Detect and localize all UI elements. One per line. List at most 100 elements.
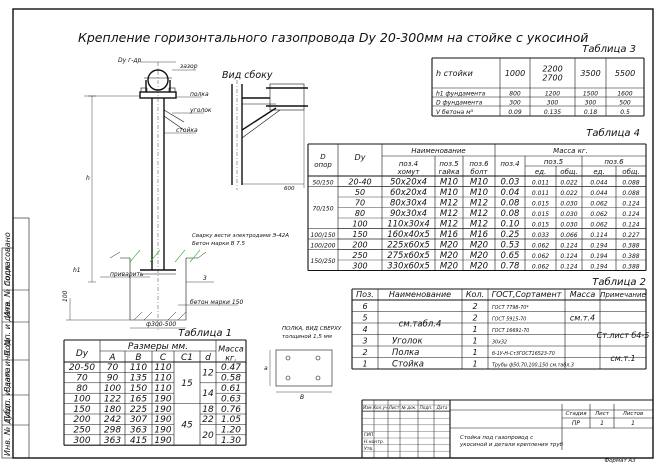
table-4-cell: 100 [352, 219, 367, 228]
table-1-d: 22 [202, 415, 214, 425]
table-1-b: 415 [130, 436, 147, 446]
table-4-cell: 250 [352, 251, 367, 260]
table-4-opora-d: 100/200 [311, 242, 336, 249]
table-4-cell: 0.011 [532, 190, 549, 197]
table-4-cell: 0.03 [501, 177, 520, 187]
table-3-cell: 1600 [617, 91, 632, 98]
table-2-gost: 30х32 [492, 339, 507, 345]
table-4-cell: 0.08 [501, 209, 521, 219]
table-1-mass: 0.61 [221, 384, 241, 394]
table-3-row-label: D фундамента [436, 100, 483, 107]
table-1-c: 190 [154, 394, 171, 404]
table-1-a: 100 [104, 384, 121, 394]
table-4-cell: 0.088 [622, 190, 639, 197]
table-2-gost: ГОСТ 5915-70 [492, 316, 526, 322]
table-1-du: 80 [76, 384, 88, 394]
table-1-caption: Таблица 1 [178, 327, 232, 339]
table-2-name: см.табл.4 [399, 319, 442, 329]
table-4-cell: 0.030 [560, 221, 577, 228]
table-2-gost: б-1У-Н-Ст3ГОСТ16523-70 [492, 351, 555, 357]
table-1-du: 150 [73, 405, 90, 415]
table-4-cell: 0.011 [532, 179, 549, 186]
table-2-caption: Таблица 2 [592, 276, 646, 288]
table-4-header-poz5m: поз.5 [544, 158, 564, 166]
label-privarit: приварить [110, 271, 144, 278]
table-4-caption: Таблица 4 [586, 127, 640, 139]
title-block-nkontr: Н.контр. [364, 439, 384, 445]
table-4-cell: 70 [355, 198, 365, 207]
table-4-cell: 200 [352, 240, 367, 249]
table-4-cell: 110x30x4 [387, 219, 430, 229]
table-4-cell: 0.124 [560, 263, 577, 270]
table-3-cell: 300 [547, 100, 559, 107]
table-4-cell: M12 [440, 198, 458, 208]
table-4-cell: M20 [470, 251, 488, 261]
table-1-c: 190 [154, 436, 171, 446]
table-4-header-name: Наименование [411, 147, 465, 155]
table-4-cell: M16 [470, 230, 489, 240]
table-1-a: 90 [107, 374, 119, 384]
table-4-cell: 150 [352, 230, 367, 239]
table-1-c1: 45 [181, 420, 193, 430]
table-3-cell: 0.5 [620, 109, 630, 116]
table-4-cell: 225x60x5 [387, 240, 430, 250]
table-4-cell: 50 [355, 188, 365, 197]
table-3-row-label: h стойки [436, 69, 473, 78]
table-4-cell: 0.015 [532, 221, 549, 228]
table-4-cell: 0.124 [622, 221, 639, 228]
table-1-c: 110 [154, 384, 171, 394]
table-1-d: 18 [202, 405, 214, 415]
table-3-row-label: h1 фундамента [436, 91, 486, 98]
table-4-header-poz4m: поз.4 [500, 160, 519, 168]
table-4-cell: 20-40 [348, 177, 371, 186]
table-4-cell: 0.030 [560, 200, 577, 207]
table-1-mass: 0.47 [221, 363, 241, 373]
table-4-cell: 90x30x4 [390, 209, 427, 219]
table-3-cell: 300 [585, 100, 597, 107]
table-4-cell: 300 [352, 261, 367, 270]
table-1-du: 200 [73, 415, 90, 425]
table-4-cell: 0.044 [590, 190, 607, 197]
title-block-stadia: ПР [572, 420, 581, 427]
polka-dim-b: В [300, 394, 304, 401]
table-4-cell: 0.194 [590, 253, 607, 260]
title-block-header: Лист [388, 405, 400, 410]
table-4-cell: 0.066 [560, 232, 577, 239]
table-3-cell: 0.09 [508, 109, 522, 116]
table-4-cell: 0.062 [590, 200, 607, 207]
table-4-header-sub: ед. [535, 168, 546, 176]
table-1-header-col: A [108, 353, 115, 363]
label-dim-600: 600 [284, 186, 295, 192]
table-3-row-label: V бетона м³ [436, 109, 474, 116]
table-2-poz: 5 [362, 313, 367, 322]
table-4-opora-d: 50/150 [312, 179, 333, 186]
table-4-cell: 60x20x4 [390, 188, 427, 198]
table-1-b: 363 [130, 426, 147, 436]
table-2-name: Стойка [392, 359, 424, 369]
table-4-cell: 160x40x5 [387, 230, 430, 240]
title-block-header: № док. [400, 405, 416, 410]
table-1-du: 100 [73, 394, 90, 404]
table-2-gost: ГОСТ 16691-70 [492, 328, 529, 334]
table-1-du: 300 [73, 436, 90, 446]
side-label-soglasovano: Согласовано [3, 232, 12, 286]
side-label-podp-data: Подп. и дата [3, 301, 12, 356]
title-block-list-label: Лист [594, 411, 610, 417]
table-1-b: 150 [130, 384, 147, 394]
table-1-header-col: B [135, 353, 141, 363]
polka-note-2: толщиной 1,5 мм [282, 334, 332, 340]
table-3-cell: 3500 [580, 69, 600, 78]
table-2-qty: 1 [472, 348, 477, 357]
table-2-header: Масса [570, 290, 596, 299]
title-block-doc-title-1: Стойка под газопровод с [460, 435, 533, 441]
polka-top-view [269, 349, 333, 393]
table-2-qty: 1 [472, 325, 477, 334]
table-2-qty: 1 [472, 359, 477, 368]
